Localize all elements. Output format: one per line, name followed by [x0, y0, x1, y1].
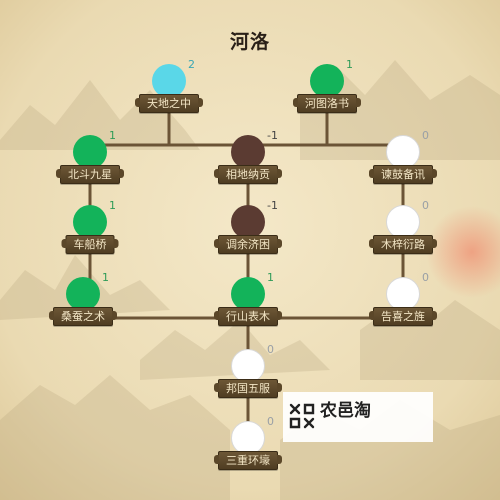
tech-node-label: 调余济困 [214, 235, 282, 254]
tech-node-label: 车船桥 [61, 235, 119, 254]
tech-node-count: 1 [109, 199, 116, 212]
tech-node-jiangu[interactable] [386, 135, 420, 169]
tech-node-muzi[interactable] [386, 205, 420, 239]
tech-node-tiandi[interactable] [152, 64, 186, 98]
watermark-text: 农邑淘 [320, 401, 371, 421]
tech-node-xingshan[interactable] [231, 277, 265, 311]
watermark-logo-icon [289, 403, 315, 429]
tech-node-count: 0 [422, 129, 429, 142]
tech-node-count: 2 [188, 58, 195, 71]
tech-node-label: 天地之中 [135, 94, 203, 113]
tech-node-count: 0 [422, 199, 429, 212]
tech-node-beidou[interactable] [73, 135, 107, 169]
tech-node-label: 木梓衍路 [369, 235, 437, 254]
tech-node-count: 0 [267, 415, 274, 428]
sun-shape [426, 206, 500, 298]
tech-node-label: 行山表木 [214, 307, 282, 326]
tech-node-count: 0 [267, 343, 274, 356]
tech-node-count: -1 [267, 129, 278, 142]
tech-node-count: 1 [267, 271, 274, 284]
tech-node-label: 桑蚕之术 [49, 307, 117, 326]
tech-node-count: 1 [346, 58, 353, 71]
tech-node-label: 河图洛书 [293, 94, 361, 113]
tech-node-xiangdi[interactable] [231, 135, 265, 169]
watermark: 农邑淘 [283, 392, 433, 442]
tech-node-label: 三重环壕 [214, 451, 282, 470]
tech-node-hetu[interactable] [310, 64, 344, 98]
tech-node-count: 1 [109, 129, 116, 142]
tech-node-chechuan[interactable] [73, 205, 107, 239]
tech-node-count: -1 [267, 199, 278, 212]
tech-node-gaoxi[interactable] [386, 277, 420, 311]
tech-node-sanzhong[interactable] [231, 421, 265, 455]
tech-node-bangguo[interactable] [231, 349, 265, 383]
tech-node-label: 北斗九星 [56, 165, 124, 184]
tech-node-label: 相地纳贡 [214, 165, 282, 184]
tech-node-count: 0 [422, 271, 429, 284]
tech-node-label: 告喜之旌 [369, 307, 437, 326]
tech-node-label: 谏鼓备讯 [369, 165, 437, 184]
tech-node-sangcan[interactable] [66, 277, 100, 311]
tech-node-tiaoyu[interactable] [231, 205, 265, 239]
tech-node-label: 邦国五服 [214, 379, 282, 398]
tech-node-count: 1 [102, 271, 109, 284]
page-title: 河洛 [229, 31, 270, 53]
